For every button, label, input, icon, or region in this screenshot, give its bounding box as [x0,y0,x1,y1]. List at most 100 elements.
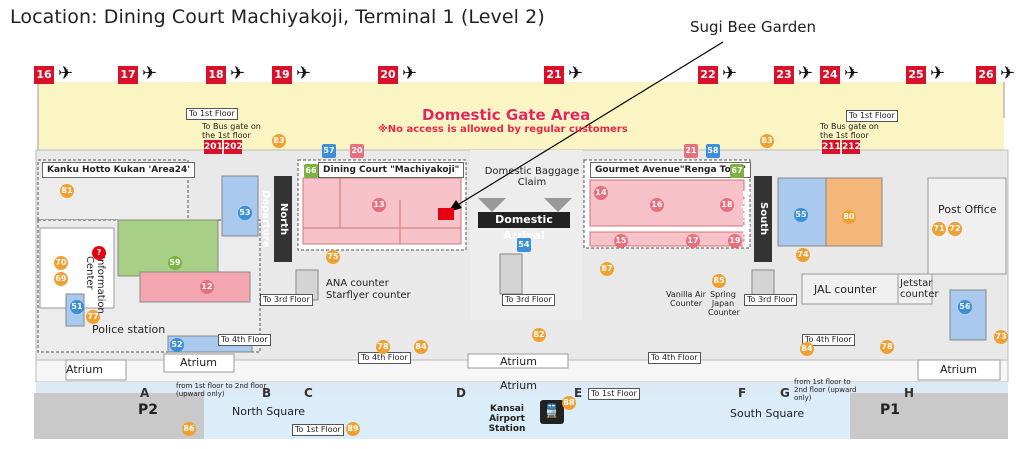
gate-21: 21 [544,66,564,84]
gate-19: 19 [272,66,292,84]
parking-p1: P1 [880,402,901,418]
shop-67-marker: 67 [730,164,744,178]
sugi-bee-garden-marker [438,208,454,220]
p1-area [850,393,1008,439]
entrance-f: F [738,386,747,400]
gate-25: 25 [906,66,926,84]
shop-57-marker: 57 [322,144,336,158]
airplane-icon: ✈ [722,63,738,84]
entrance-a: A [140,386,150,400]
airplane-icon: ✈ [1000,63,1016,84]
atrium-label: Atrium [940,363,977,376]
shop-66-marker: 66 [304,164,318,178]
ana-counter-label: ANA counter [326,278,389,289]
shop-59-marker: 59 [168,256,182,270]
entrance-h: H [904,386,915,400]
starflyer-counter-label: Starflyer counter [326,290,411,301]
airplane-icon: ✈ [142,63,158,84]
to-3rd-floor-label: To 3rd Floor [744,294,797,306]
shop-12-marker: 12 [200,280,214,294]
shop-16-marker: 16 [650,198,664,212]
shop-86-marker: 86 [182,422,196,436]
upward-only-note-right: from 1st floor to 2nd floor (upward only… [794,378,857,402]
bus-gate-202: 202 [224,140,243,154]
shop-14-marker: 14 [594,186,608,200]
airplane-icon: ✈ [844,63,860,84]
north-departure-label: North Departure [260,176,292,262]
shop-77-marker: 77 [86,310,100,324]
gourmet-avenue-header: Gourmet Avenue"Renga Toro" [590,162,752,178]
information-center-label: Information Center [84,256,106,314]
gate-16: 16 [34,66,54,84]
bus-gate-201: 201 [204,140,223,154]
domestic-gate-area-label: Domestic Gate Area [422,106,591,124]
gate-24: 24 [820,66,840,84]
police-station-label: Police station [92,323,166,336]
airplane-icon: ✈ [930,63,946,84]
p2-area [34,393,204,439]
baggage-claim-label: Domestic Baggage Claim [484,166,580,188]
shop-88-marker: 88 [562,396,576,410]
shop-81-marker: 81 [60,184,74,198]
kansai-station-label: Kansai Airport Station [488,404,526,434]
shop-75-marker: 75 [326,250,340,264]
entrance-e: E [574,386,583,400]
hotto-kukan-header: Kanku Hotto Kukan 'Area24' [42,162,196,178]
gate-20: 20 [378,66,398,84]
shop-70-marker: 70 [54,256,68,270]
to-1st-floor-label: To 1st Floor [588,388,640,400]
shop-83-marker-right: 83 [760,134,774,148]
shop-13-marker: 13 [372,198,386,212]
atrium-label: Atrium [66,363,103,376]
shop-89-marker: 89 [346,422,360,436]
shop-12 [139,271,251,303]
train-icon: 🚆 [540,400,564,424]
gate-26: 26 [976,66,996,84]
post-office-label: Post Office [938,203,997,216]
gate-18: 18 [206,66,226,84]
shop-71-marker: 71 [932,222,946,236]
shop-19-marker: 19 [728,234,742,248]
airplane-icon: ✈ [798,63,814,84]
shop-18-marker: 18 [720,198,734,212]
shop-69-marker: 69 [54,272,68,286]
spring-japan-label: Spring Japan Counter [708,290,740,317]
shop-20-marker: 20 [350,144,364,158]
shop-54-marker: 54 [517,238,531,252]
info-question-icon: ? [92,246,106,260]
to-3rd-floor-label: To 3rd Floor [502,294,555,306]
parking-p2: P2 [138,402,159,418]
entrance-d: D [456,386,466,400]
to-1st-floor-label: To 1st Floor [186,108,238,120]
to-1st-floor-label: To 1st Floor [292,424,344,436]
shop-82-marker: 82 [532,328,546,342]
shop-15-marker: 15 [614,234,628,248]
entrance-b: B [262,386,272,400]
dining-court-header: Dining Court "Machiyakoji" [318,162,465,178]
shop-59 [117,219,219,277]
shop-51-marker: 51 [70,300,84,314]
shop-58-marker: 58 [706,144,720,158]
shop-85-marker: 85 [712,274,726,288]
jal-counter-label: JAL counter [814,283,877,296]
atrium-label: Atrium [500,355,537,368]
bus-gate-211: 211 [822,140,841,154]
shop-53 [221,175,259,237]
gate-17: 17 [118,66,138,84]
shop-52-marker: 52 [170,338,184,352]
north-square-label: North Square [232,405,305,418]
shop-55-marker: 55 [794,208,808,222]
callout-label: Sugi Bee Garden [690,18,816,36]
shop-78-marker-right: 78 [880,340,894,354]
gate-23: 23 [774,66,794,84]
no-access-note: ※No access is allowed by regular custome… [378,124,628,135]
shop-74-marker: 74 [796,248,810,262]
bus-gate-note-left: To Bus gate on the 1st floor [202,122,261,140]
shop-83-marker: 83 [272,134,286,148]
to-4th-floor-label: To 4th Floor [648,352,701,364]
atrium-label: Atrium [180,356,217,369]
shop-73-marker: 73 [994,330,1008,344]
atrium-label: Atrium [500,379,537,392]
shop-53-marker: 53 [238,206,252,220]
entrance-g: G [780,386,790,400]
